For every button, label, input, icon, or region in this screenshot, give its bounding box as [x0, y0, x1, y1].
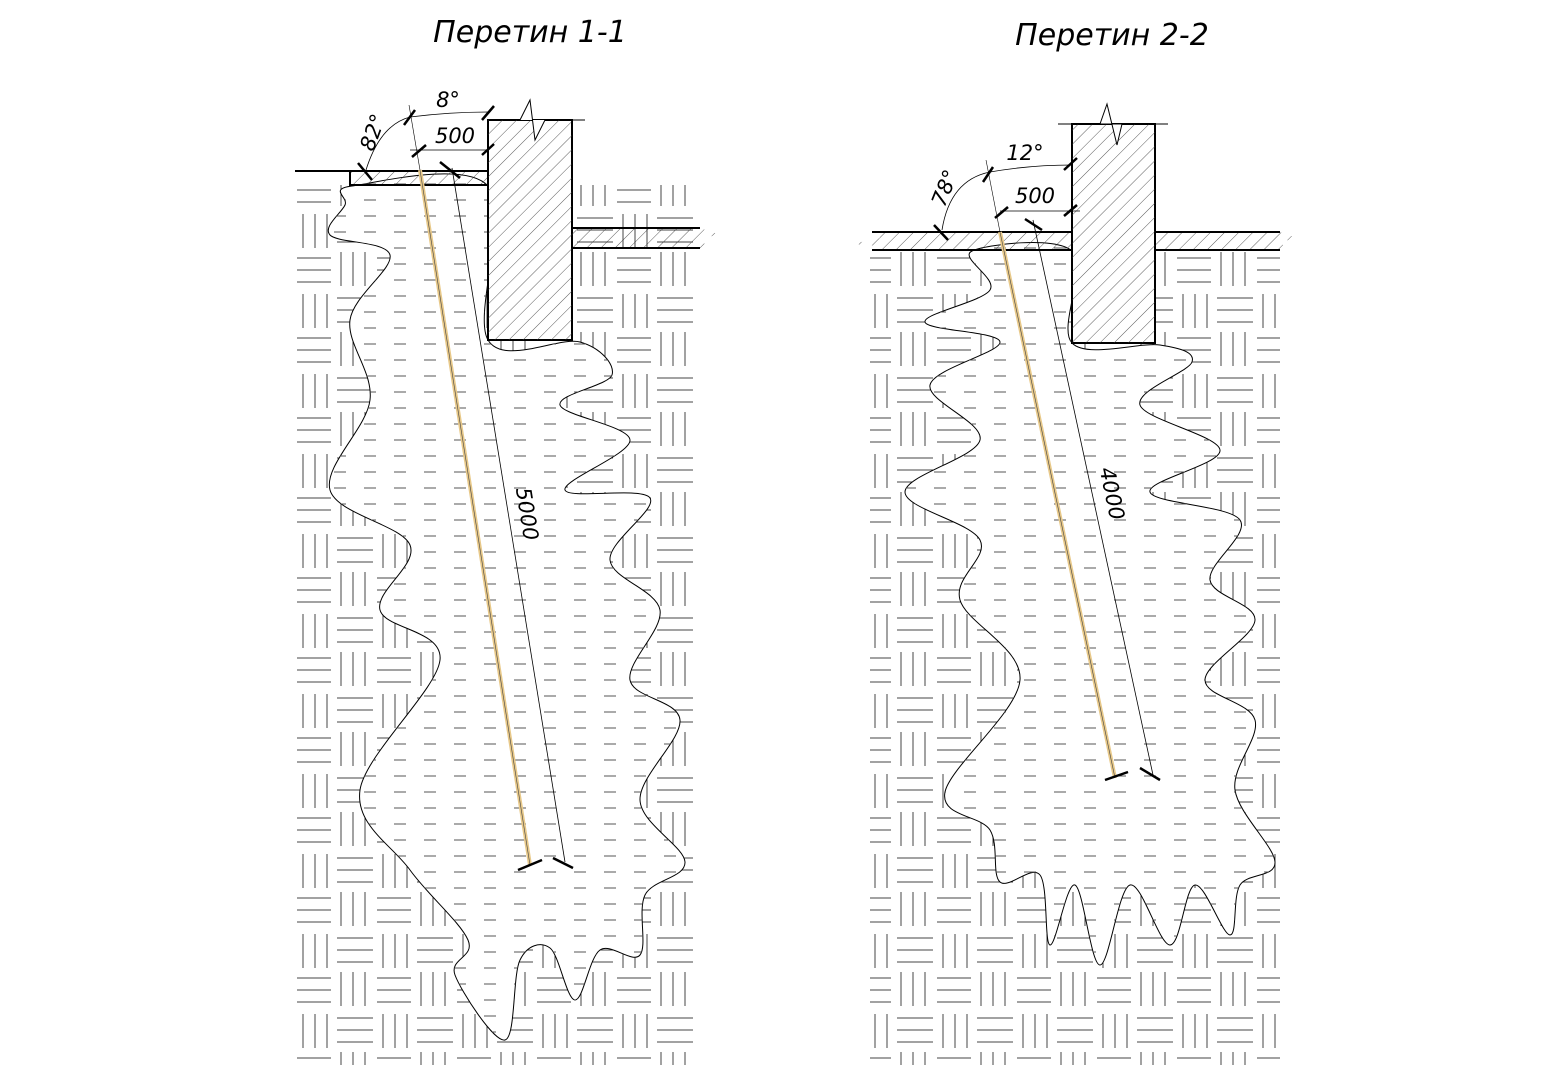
- angle-label: 78°: [927, 166, 963, 210]
- angle-label: 82°: [355, 111, 390, 154]
- angle-label: 12°: [1006, 141, 1043, 165]
- section-title: Перетин 1-1: [433, 15, 627, 50]
- section-title: Перетин 2-2: [1015, 18, 1209, 53]
- floor-slab: [852, 232, 1072, 250]
- section-1-1: Перетин 1-1 82° 8° 500 5000: [295, 15, 718, 1065]
- foundation-wall: [1072, 124, 1155, 343]
- foundation-wall: [488, 120, 572, 340]
- angle-label: 8°: [436, 88, 460, 112]
- dimension-line: [1032, 219, 1154, 776]
- floor-slab: [1155, 232, 1297, 250]
- dimension-line: [451, 167, 566, 863]
- offset-label: 500: [435, 124, 475, 148]
- section-2-2: Перетин 2-2 78° 12° 500 4000: [852, 18, 1297, 1065]
- offset-label: 500: [1015, 184, 1055, 208]
